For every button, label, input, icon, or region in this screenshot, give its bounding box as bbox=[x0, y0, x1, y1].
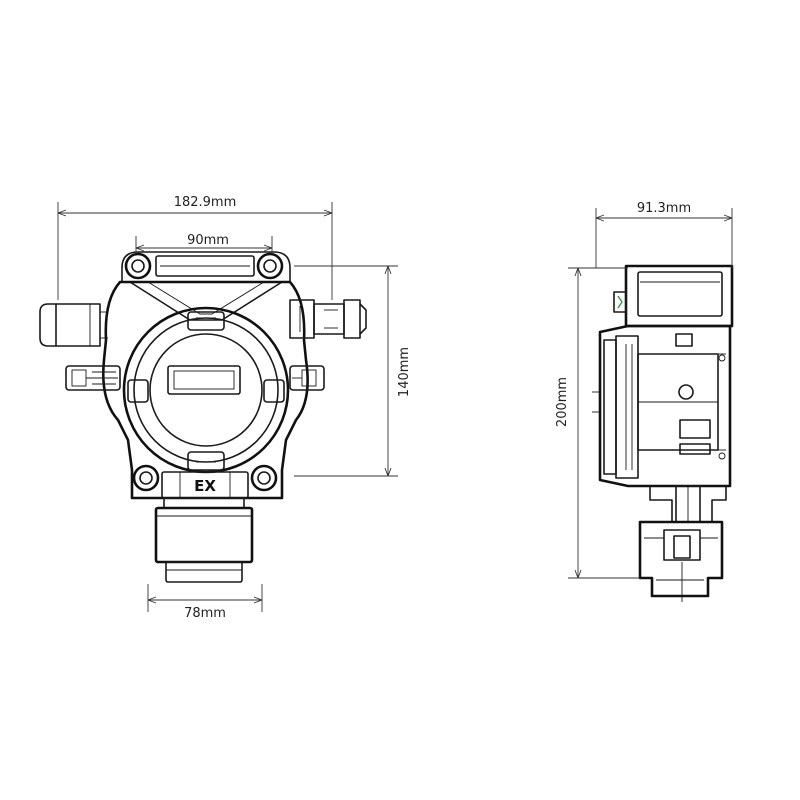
dimension-front-bottom: 78mm bbox=[147, 584, 263, 621]
side-sensor-assembly bbox=[638, 485, 727, 602]
top-junction-box bbox=[121, 251, 291, 321]
right-side-lug bbox=[289, 365, 325, 391]
left-cable-gland bbox=[39, 303, 108, 347]
display-window bbox=[167, 365, 241, 395]
side-main-body bbox=[592, 324, 732, 488]
side-top-box bbox=[613, 264, 734, 328]
ex-marking-plate: EX bbox=[161, 471, 249, 499]
indicator-icon bbox=[617, 295, 623, 309]
dimension-front-width: 182.9mm bbox=[57, 195, 333, 300]
dimension-side-width: 91.3mm bbox=[595, 201, 733, 268]
sensor-head bbox=[154, 497, 254, 583]
left-side-lug bbox=[65, 365, 121, 391]
housing-body bbox=[102, 280, 309, 500]
display-cover bbox=[122, 306, 290, 474]
front-view: EX 182.9mm 90mm bbox=[39, 195, 412, 621]
dimension-label: 182.9mm bbox=[174, 195, 237, 210]
dimension-label: 91.3mm bbox=[637, 201, 691, 216]
bolt-icon bbox=[250, 464, 278, 492]
dimension-label: 90mm bbox=[187, 233, 229, 248]
dimension-label: 200mm bbox=[555, 377, 570, 427]
dimension-front-height: 140mm bbox=[294, 265, 412, 477]
dimension-side-height: 200mm bbox=[555, 267, 640, 579]
side-view: 91.3mm 200mm bbox=[555, 201, 734, 602]
dimension-label: 78mm bbox=[184, 606, 226, 621]
right-cable-gland bbox=[289, 299, 367, 339]
bolt-icon bbox=[132, 464, 160, 492]
ex-marking: EX bbox=[194, 477, 216, 495]
dimension-label: 140mm bbox=[397, 347, 412, 397]
dimension-front-top: 90mm bbox=[135, 233, 273, 254]
